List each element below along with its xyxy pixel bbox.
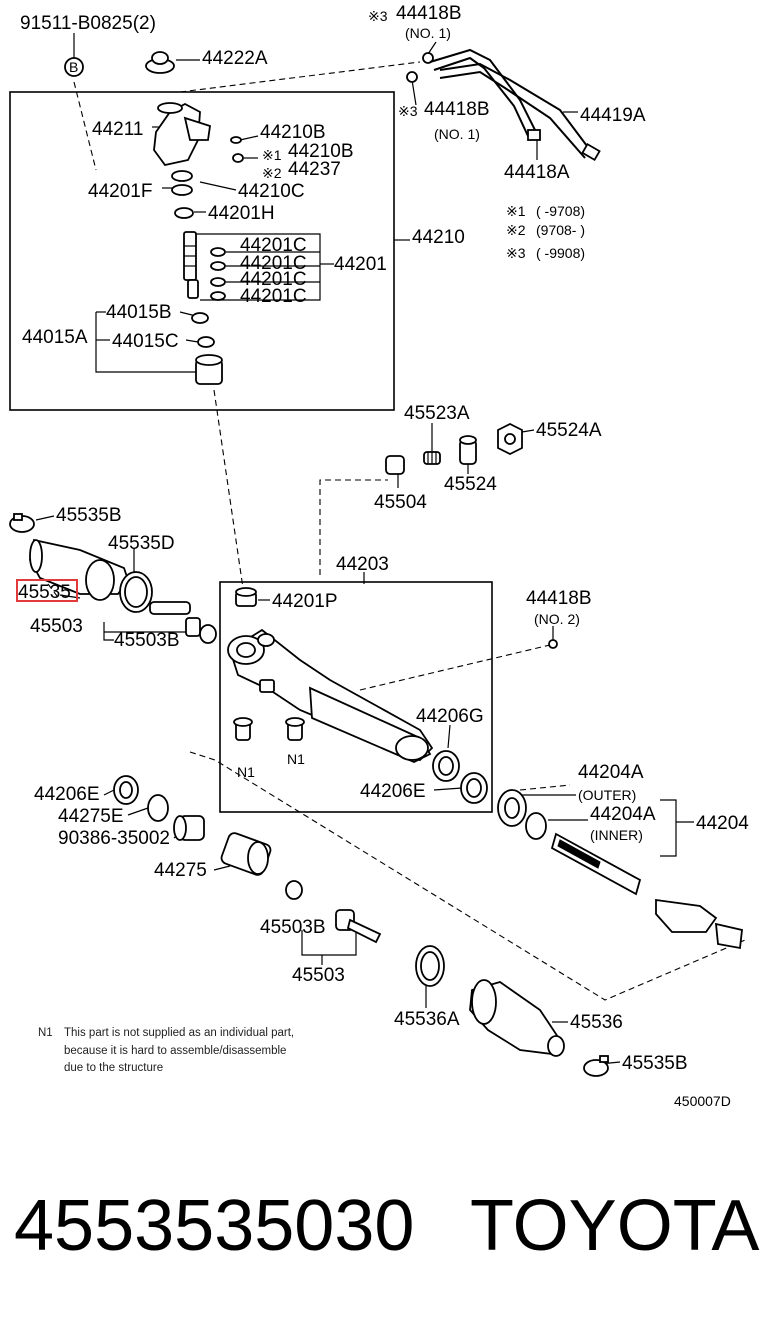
label-45536: 45536	[570, 1012, 623, 1033]
label-no1-top: (NO. 1)	[405, 25, 451, 41]
footer-brand: TOYOTA	[470, 1186, 760, 1266]
label-44204A-inner: 44204A	[590, 804, 656, 825]
label-44204A-outer: 44204A	[578, 762, 644, 783]
label-44015A: 44015A	[22, 327, 88, 348]
label-44237: 44237	[288, 159, 341, 180]
label-N1-a: N1	[237, 764, 255, 780]
label-outer: (OUTER)	[578, 787, 636, 803]
label-44201F: 44201F	[88, 181, 152, 202]
label-45524A: 45524A	[536, 420, 602, 441]
label-44275: 44275	[154, 860, 207, 881]
label-44206E-left: 44206E	[34, 784, 100, 805]
part-labels: 91511-B0825(2) B 44222A 44418B (NO. 1) 4…	[18, 3, 749, 1074]
flare-nut-shape	[422, 52, 434, 64]
label-44211: 44211	[92, 119, 143, 140]
label-45536A: 45536A	[394, 1009, 460, 1030]
label-bolt-B: B	[69, 59, 78, 75]
label-90386-35002: 90386-35002	[58, 828, 170, 849]
target-part-highlight	[16, 579, 78, 602]
label-44210: 44210	[412, 227, 465, 248]
label-44201H: 44201H	[208, 203, 275, 224]
leader-lines	[35, 33, 694, 1065]
legend-range-3: ( -9908)	[536, 245, 585, 261]
label-44275E: 44275E	[58, 806, 124, 827]
mark-3a: ※3	[368, 8, 388, 24]
label-45535D: 45535D	[108, 533, 175, 554]
label-no2: (NO. 2)	[534, 611, 580, 627]
label-44015C: 44015C	[112, 331, 179, 352]
footer-part-number: 4553535030	[14, 1186, 415, 1266]
bolt-marker-icon	[64, 57, 84, 77]
label-44201C-1: 44201C	[240, 235, 307, 256]
label-44418A: 44418A	[504, 162, 570, 183]
subassembly-frame-44203	[219, 581, 493, 813]
label-44015B: 44015B	[106, 302, 172, 323]
label-45535B-right: 45535B	[622, 1053, 688, 1074]
label-44201C-4: 44201C	[240, 286, 307, 307]
label-44210C: 44210C	[238, 181, 305, 202]
subassembly-frame-44210	[9, 91, 395, 411]
part-shapes	[9, 48, 743, 1077]
mark-3b: ※3	[398, 103, 418, 119]
label-44203: 44203	[336, 554, 389, 575]
n1-note: N1 This part is not supplied as an indiv…	[38, 1027, 294, 1074]
note-line-3: due to the structure	[64, 1062, 163, 1074]
legend-range-2: (9708- )	[536, 222, 585, 238]
clip-45535B-right-shape	[583, 1059, 609, 1077]
note-line-1: This part is not supplied as an individu…	[64, 1027, 294, 1039]
label-45535: 45535	[18, 582, 71, 603]
label-45503B-right: 45503B	[260, 917, 326, 938]
label-44222A: 44222A	[202, 48, 268, 69]
diagram-code: 450007D	[674, 1093, 731, 1109]
label-45503B-left: 45503B	[114, 630, 180, 651]
label-45523A: 45523A	[404, 403, 470, 424]
label-44206G: 44206G	[416, 706, 484, 727]
legend-mark-2: ※2	[506, 222, 526, 238]
label-44201P: 44201P	[272, 591, 338, 612]
note-tag: N1	[38, 1027, 53, 1039]
label-N1-b: N1	[287, 751, 305, 767]
label-45524: 45524	[444, 474, 497, 495]
label-44210B-1: 44210B	[260, 122, 326, 143]
tie-rod-end-45503-shape	[149, 601, 191, 615]
exploded-view-lines	[29, 61, 746, 1001]
legend-mark-1: ※1	[506, 203, 526, 219]
note-line-2: because it is hard to assemble/disassemb…	[64, 1045, 286, 1057]
label-91511: 91511-B0825(2)	[20, 13, 156, 34]
label-44206E-right: 44206E	[360, 781, 426, 802]
legend-range-1: ( -9708)	[536, 203, 585, 219]
label-44210B-2: 44210B	[288, 141, 354, 162]
pressure-tube-44419A-shape	[439, 62, 591, 151]
label-44418B-no2: 44418B	[526, 588, 592, 609]
label-45504: 45504	[374, 492, 427, 513]
label-44201: 44201	[334, 254, 387, 275]
production-date-legend: ※1 ( -9708) ※2 (9708- ) ※3 ( -9908)	[506, 203, 585, 261]
label-45503-right: 45503	[292, 965, 345, 986]
mark-1: ※1	[262, 147, 282, 163]
legend-mark-3: ※3	[506, 245, 526, 261]
label-44201C-3: 44201C	[240, 269, 307, 290]
label-44201C-2: 44201C	[240, 253, 307, 274]
label-45535B-left: 45535B	[56, 505, 122, 526]
label-inner: (INNER)	[590, 827, 643, 843]
mark-2: ※2	[262, 165, 282, 181]
label-45503-left: 45503	[30, 616, 83, 637]
label-44418B-no1-mid: 44418B	[424, 99, 490, 120]
label-44419A: 44419A	[580, 105, 646, 126]
label-44418B-no1-top: 44418B	[396, 3, 462, 24]
label-no1-mid: (NO. 1)	[434, 126, 480, 142]
label-44204: 44204	[696, 813, 749, 834]
